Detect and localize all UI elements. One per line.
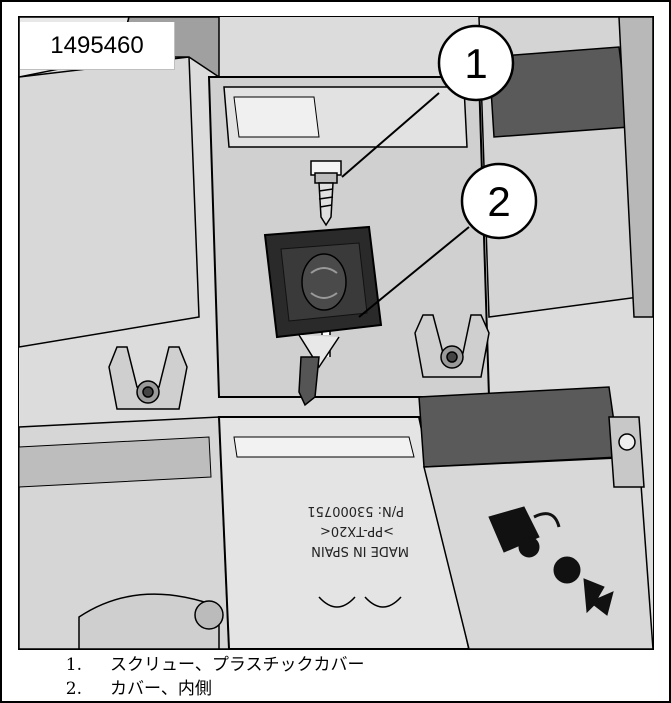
embossed-made-in: MADE IN SPAIN (311, 543, 409, 558)
parts-illustration: MADE IN SPAIN >PP-TX20< P/N: 53000751 1 (18, 16, 654, 650)
legend-item-number: 1. (65, 655, 82, 675)
screw-part (310, 160, 342, 227)
direction-pictogram (488, 506, 614, 616)
parts-legend: 1. スクリュー、プラスチックカバー 2. カバー、内側 (0, 653, 671, 701)
inner-cover-part (263, 225, 383, 369)
figure-id-label: 1495460 (20, 22, 175, 70)
callout-1-number: 1 (464, 40, 487, 87)
legend-item-text: カバー、内側 (110, 679, 212, 699)
embossed-part-number: P/N: 53000751 (307, 503, 404, 518)
legend-item: 2. カバー、内側 (0, 677, 671, 701)
legend-item-number: 2. (65, 679, 82, 699)
legend-item: 1. スクリュー、プラスチックカバー (0, 653, 671, 677)
embossed-material: >PP-TX20< (320, 523, 394, 538)
callout-2: 2 (460, 162, 538, 240)
legend-item-text: スクリュー、プラスチックカバー (110, 655, 365, 675)
callout-1: 1 (437, 24, 515, 102)
callout-2-number: 2 (487, 178, 510, 225)
